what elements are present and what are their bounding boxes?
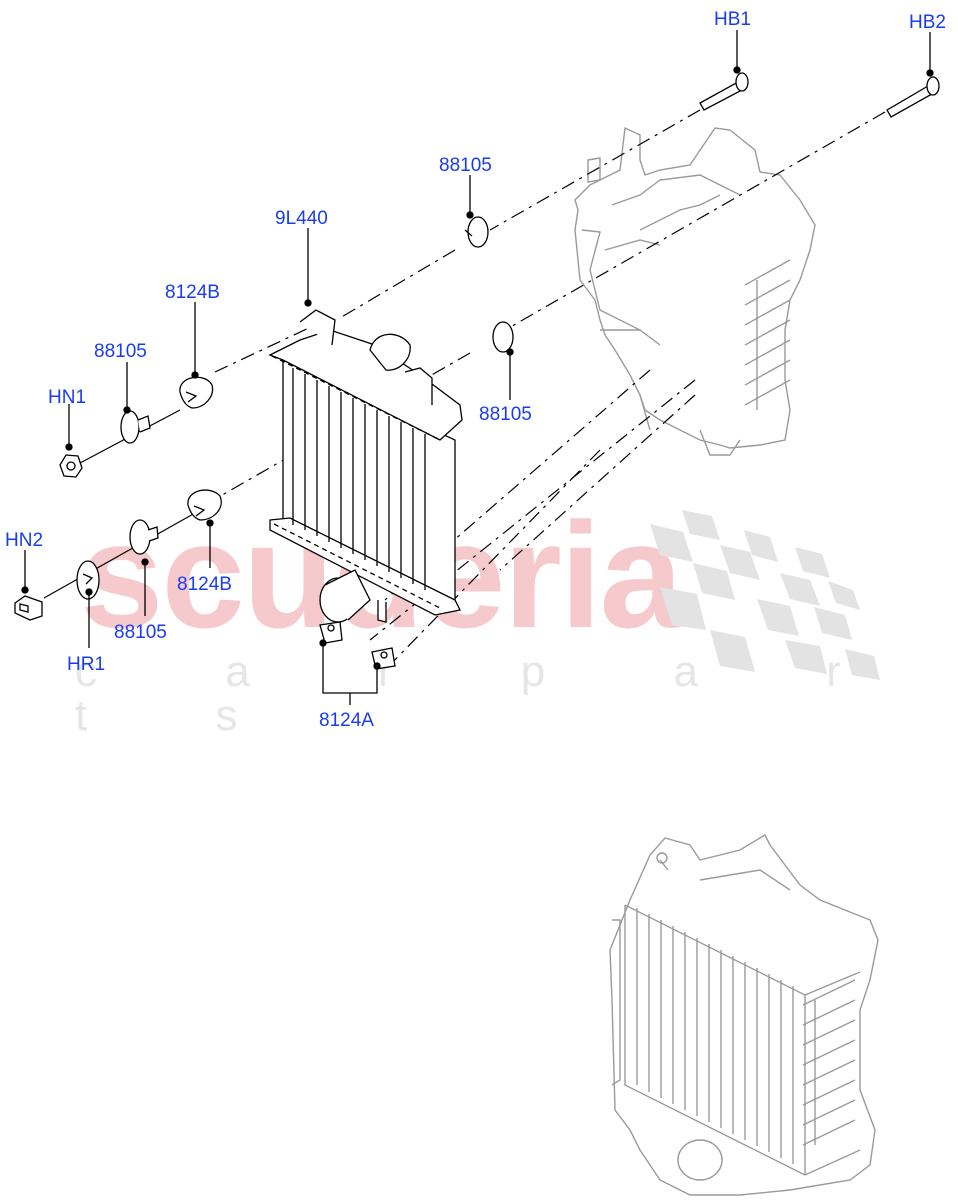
grommet-88105-top — [464, 216, 489, 248]
clip-8124b-low — [187, 489, 222, 521]
label-hb2[interactable]: HB2 — [909, 12, 946, 33]
clip-8124b-top — [179, 376, 214, 409]
label-88105-top[interactable]: 88105 — [439, 155, 492, 176]
bolt-hb1 — [699, 72, 749, 111]
bolt-hb2 — [886, 76, 940, 118]
radiator-frame-ghost — [574, 126, 816, 456]
label-8124b-top[interactable]: 8124B — [165, 282, 220, 303]
nut-hn2 — [14, 595, 43, 621]
retainer-hr1 — [76, 560, 100, 600]
label-8124b-low[interactable]: 8124B — [177, 574, 232, 595]
watermark-tagline: c a r p a r t s — [75, 647, 899, 740]
label-hn1[interactable]: HN1 — [48, 387, 87, 408]
label-88105-right[interactable]: 88105 — [479, 404, 532, 425]
label-9l440[interactable]: 9L440 — [275, 208, 328, 229]
nut-hn1 — [59, 454, 83, 478]
part-axis-lines — [43, 409, 196, 599]
label-hr1[interactable]: HR1 — [67, 654, 106, 675]
label-hn2[interactable]: HN2 — [5, 530, 44, 551]
label-8124a[interactable]: 8124A — [319, 710, 374, 731]
leader-lines — [21, 30, 934, 705]
label-hb1[interactable]: HB1 — [714, 9, 751, 30]
intercooler-9l440 — [268, 309, 463, 623]
washer-88105-low — [129, 519, 159, 555]
label-88105-left[interactable]: 88105 — [94, 341, 147, 362]
label-88105-low[interactable]: 88105 — [114, 622, 167, 643]
assembled-view-ghost — [609, 834, 879, 1196]
checker-flag-watermark — [650, 510, 880, 680]
washer-88105-left — [120, 410, 151, 444]
mount-8124a-left — [319, 621, 343, 644]
grommet-88105-right — [492, 321, 514, 353]
